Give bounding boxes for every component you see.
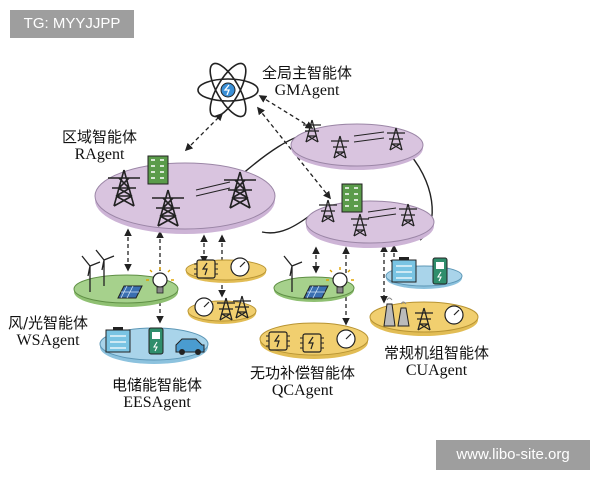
region-disc-top	[290, 119, 424, 170]
qc-agent-label: 无功补偿智能体 QCAgent	[250, 364, 355, 400]
cu-disc	[369, 297, 479, 336]
gm-agent-cn: 全局主智能体	[262, 64, 353, 82]
region-disc-right	[305, 183, 435, 248]
link-ra-gm	[184, 112, 224, 152]
green-disc-right	[273, 255, 355, 302]
gm-agent-en: GMAgent	[274, 82, 340, 99]
orange-disc-left-top	[185, 257, 267, 283]
qc-agent-cn: 无功补偿智能体	[250, 364, 356, 382]
atom-icon	[197, 62, 259, 118]
ra-agent-cn: 区域智能体	[62, 128, 138, 146]
qc-agent-en: QCAgent	[271, 382, 334, 399]
ra-agent-en: RAgent	[74, 146, 125, 163]
watermark-top-left: TG: MYYJJPP	[10, 10, 134, 38]
ees-agent-cn: 电储能智能体	[112, 376, 203, 394]
watermark-bottom-right: www.libo-site.org	[436, 440, 590, 470]
gm-agent-label: 全局主智能体 GMAgent	[262, 64, 352, 100]
ws-agent-en: WSAgent	[16, 332, 80, 349]
blue-disc-right	[385, 256, 463, 289]
cu-agent-en: CUAgent	[405, 362, 468, 379]
ra-agent-label: 区域智能体 RAgent	[62, 128, 137, 164]
ws-disc	[73, 249, 179, 307]
link-gm-top-disc	[258, 95, 314, 129]
region-disc-main	[94, 155, 276, 234]
qc-disc	[259, 322, 369, 359]
ws-agent-cn: 风/光智能体	[8, 314, 89, 332]
cu-agent-label: 常规机组智能体 CUAgent	[384, 344, 489, 380]
ees-agent-label: 电储能智能体 EESAgent	[112, 376, 202, 412]
ees-disc	[99, 326, 209, 364]
ws-agent-label: 风/光智能体 WSAgent	[8, 314, 88, 350]
ees-agent-en: EESAgent	[123, 394, 191, 411]
orange-disc-left-bottom	[187, 295, 257, 324]
cu-agent-cn: 常规机组智能体	[384, 344, 490, 362]
grid-line-ra-right	[261, 213, 313, 234]
